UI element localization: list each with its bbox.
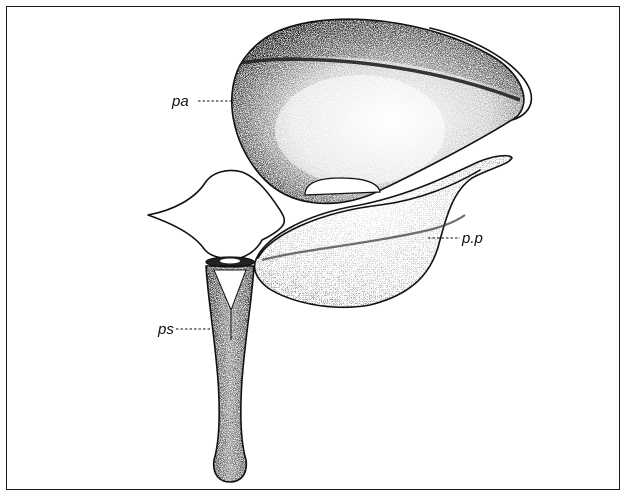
pituitary-stalk-shape	[206, 266, 254, 482]
pars-tuberalis-membrane	[148, 170, 284, 258]
label-ps: ps	[157, 321, 174, 338]
label-pp: p.p	[461, 230, 483, 247]
label-pa: pa	[171, 93, 189, 110]
pars-anterior-shape	[230, 19, 531, 203]
